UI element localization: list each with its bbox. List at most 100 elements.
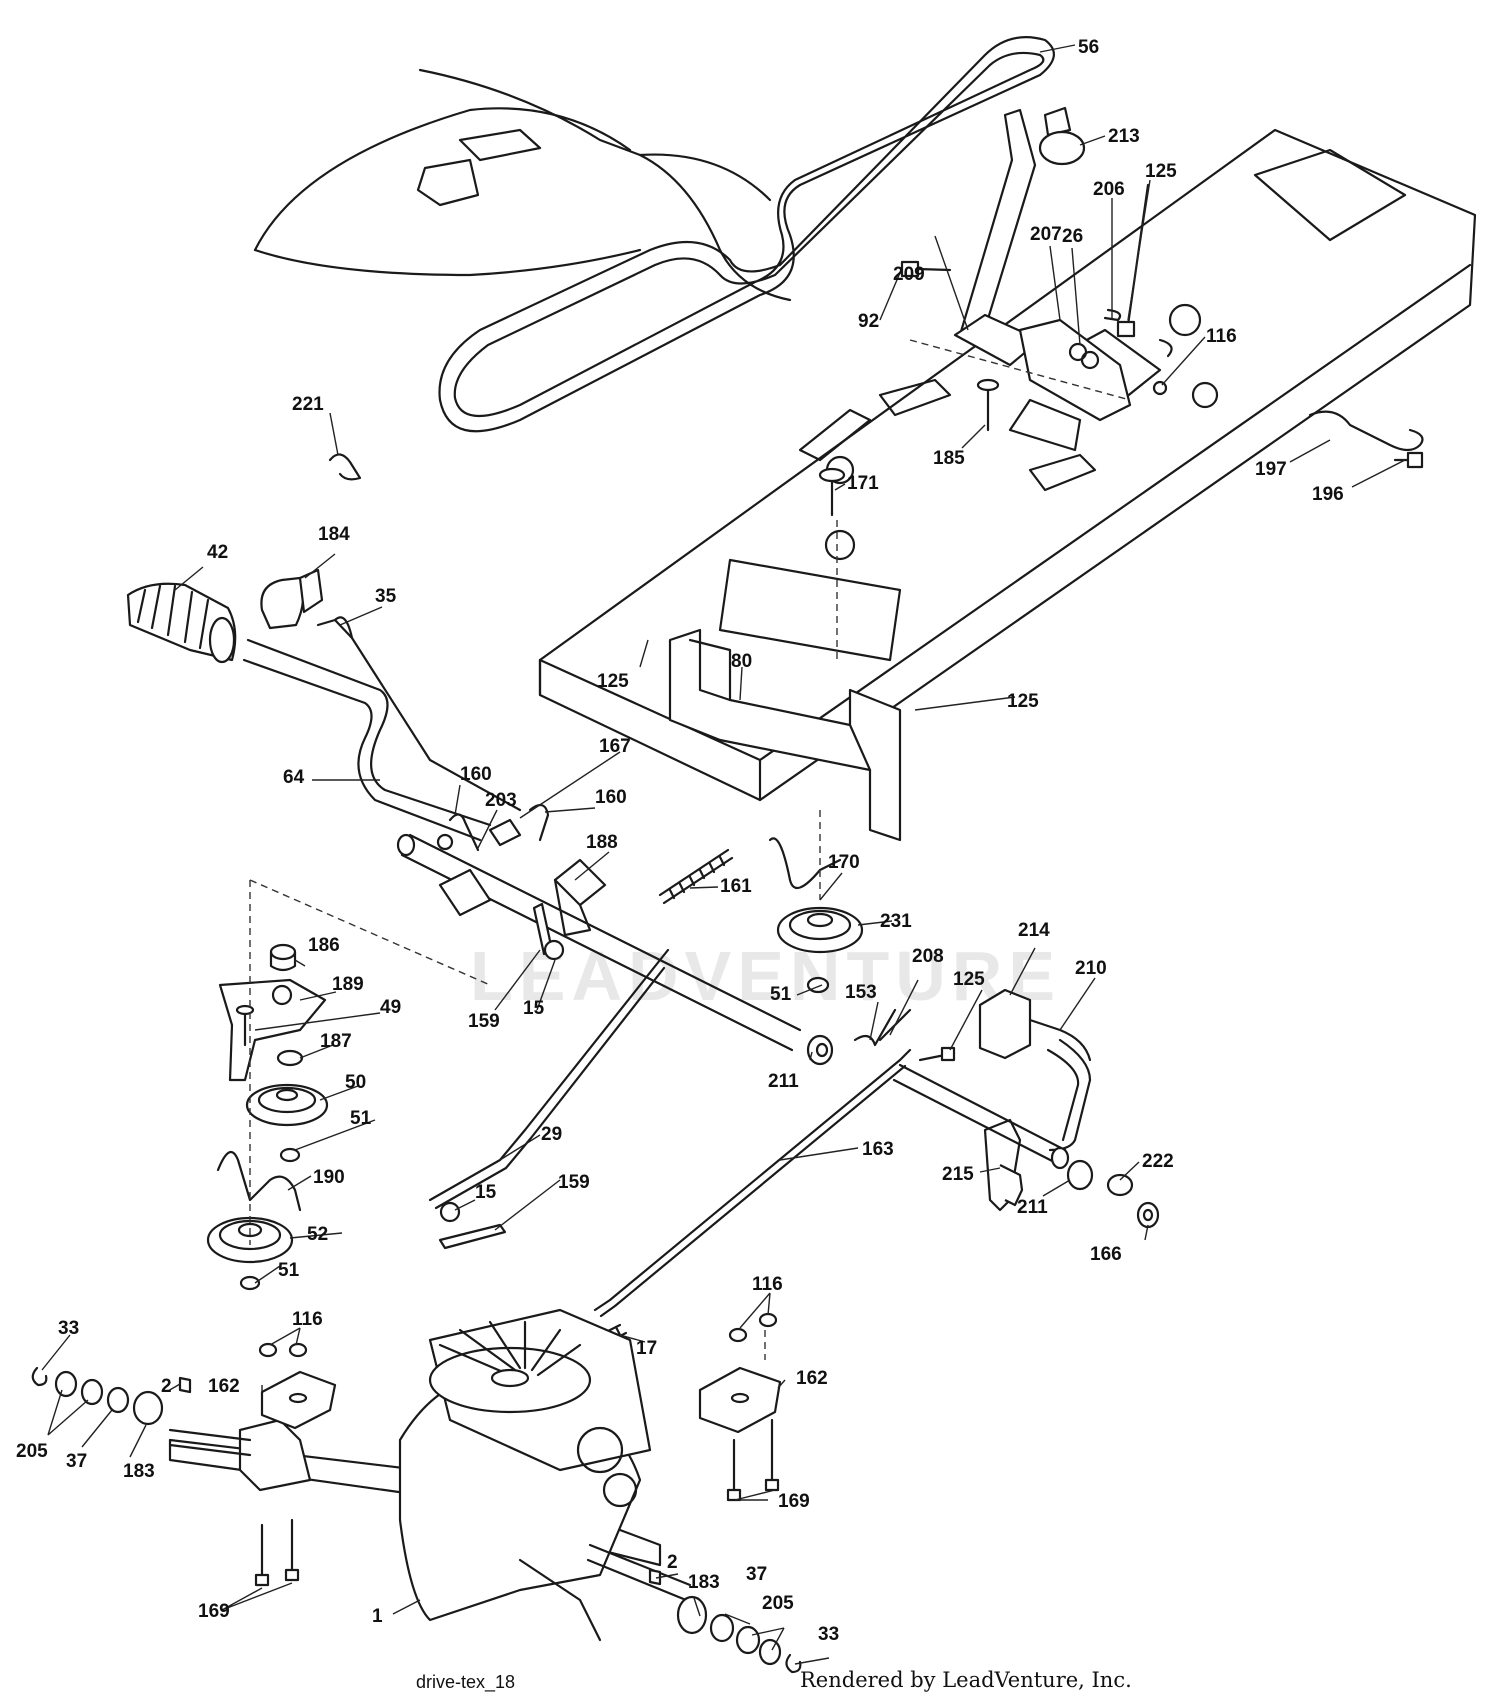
callout-26: 26 <box>1062 226 1083 247</box>
transaxle-1 <box>168 1308 662 1642</box>
mount-162-left <box>260 1370 337 1430</box>
right-axle-hardware <box>648 1568 802 1674</box>
callout-221: 221 <box>292 394 324 415</box>
callout-183: 183 <box>123 1461 155 1482</box>
callout-33: 33 <box>58 1318 79 1339</box>
callout-187: 187 <box>320 1031 352 1052</box>
callout-92: 92 <box>858 311 879 332</box>
callout-51c: 51 <box>278 1260 300 1281</box>
nut-51-lower <box>239 1275 261 1291</box>
knob-213 <box>1038 106 1086 166</box>
callout-214: 214 <box>1018 920 1050 941</box>
rod-29 <box>428 948 670 1250</box>
spring-26 <box>1068 342 1088 362</box>
callout-37b: 37 <box>746 1564 767 1585</box>
callout-29: 29 <box>541 1124 562 1145</box>
callout-125d: 125 <box>953 969 985 990</box>
reference-lines <box>249 339 1131 1360</box>
pulley-50 <box>245 1083 329 1127</box>
axle-right <box>586 1543 692 1602</box>
nuts-116-right <box>728 1312 778 1343</box>
bolt-196 <box>1393 451 1424 469</box>
callout-188: 188 <box>586 832 618 853</box>
rod-35 <box>316 616 522 812</box>
spring-190 <box>216 1150 302 1212</box>
mount-162-right <box>698 1366 782 1434</box>
callout-161: 161 <box>720 876 752 897</box>
callout-197: 197 <box>1255 459 1287 480</box>
callout-215: 215 <box>942 1164 974 1185</box>
bolt-185 <box>976 378 1000 432</box>
bolt-171 <box>818 467 846 517</box>
callout-162: 162 <box>208 1376 240 1397</box>
bolts-169-right <box>726 1418 780 1502</box>
pedal-shaft <box>892 1063 1070 1170</box>
rod-163 <box>593 1048 912 1318</box>
pulley-231 <box>776 906 864 954</box>
nut-116-top <box>1152 338 1173 396</box>
callout-50: 50 <box>345 1072 366 1093</box>
callout-64: 64 <box>283 767 305 788</box>
callout-51: 51 <box>770 984 792 1005</box>
left-axle-hardware <box>31 1366 192 1426</box>
callout-125b: 125 <box>597 671 629 692</box>
callout-52: 52 <box>307 1224 328 1245</box>
callout-190: 190 <box>313 1167 345 1188</box>
callout-153: 153 <box>845 982 877 1003</box>
rod-197 <box>1308 410 1424 452</box>
callout-167: 167 <box>599 736 631 757</box>
idler-arm-189 <box>218 978 327 1082</box>
callout-159b: 159 <box>558 1172 590 1193</box>
washer-187 <box>276 1049 304 1067</box>
callouts: 56 213 125 206 207 26 209 92 116 185 171… <box>16 37 1344 1645</box>
axle-left <box>168 1428 252 1457</box>
bolt-92 <box>900 260 952 278</box>
callout-163: 163 <box>862 1139 894 1160</box>
callout-125c: 125 <box>1007 691 1039 712</box>
callout-205: 205 <box>16 1441 48 1462</box>
knob-184 <box>260 568 324 630</box>
callout-210: 210 <box>1075 958 1107 979</box>
bolt-125-center <box>918 1046 956 1062</box>
callout-189: 189 <box>332 974 364 995</box>
callout-206: 206 <box>1093 179 1125 200</box>
nut-51-upper <box>279 1147 301 1163</box>
callout-222: 222 <box>1142 1151 1174 1172</box>
callout-166: 166 <box>1090 1244 1122 1265</box>
clip-206 <box>1103 308 1122 322</box>
callout-33b: 33 <box>818 1624 839 1645</box>
leader-lines <box>41 44 1406 1665</box>
callout-17: 17 <box>636 1338 657 1359</box>
watermark: LEADVENTURE <box>470 937 1061 1015</box>
rod-210 <box>1046 1038 1092 1152</box>
callout-116c: 116 <box>752 1274 783 1295</box>
callout-184: 184 <box>318 524 350 545</box>
callout-169: 169 <box>778 1491 810 1512</box>
callout-207: 207 <box>1030 224 1062 245</box>
spring-161 <box>658 848 734 905</box>
grip-42 <box>126 582 237 664</box>
diagram-id: drive-tex_18 <box>416 1672 516 1692</box>
clip-221 <box>328 453 362 481</box>
arm-170 <box>768 837 842 890</box>
callout-35: 35 <box>375 586 397 607</box>
credit-text: Rendered by LeadVenture, Inc. <box>800 1668 1132 1692</box>
bolts-169-left <box>254 1518 300 1587</box>
callout-211b: 211 <box>1017 1197 1048 1218</box>
callout-162b: 162 <box>796 1368 828 1389</box>
callout-208: 208 <box>912 946 944 967</box>
callout-80: 80 <box>731 651 752 672</box>
bracket-188 <box>553 858 607 937</box>
main-shaft <box>396 833 802 1052</box>
fan <box>428 1320 592 1414</box>
nuts-116-left <box>258 1342 308 1358</box>
callout-116: 116 <box>1206 326 1237 347</box>
callout-186: 186 <box>308 935 340 956</box>
callout-160b: 160 <box>595 787 627 808</box>
pins-160-203-167 <box>436 803 550 852</box>
pedal-214 <box>978 988 1092 1062</box>
callout-169b: 169 <box>198 1601 230 1622</box>
callout-2b: 2 <box>667 1552 678 1573</box>
callout-37: 37 <box>66 1451 87 1472</box>
